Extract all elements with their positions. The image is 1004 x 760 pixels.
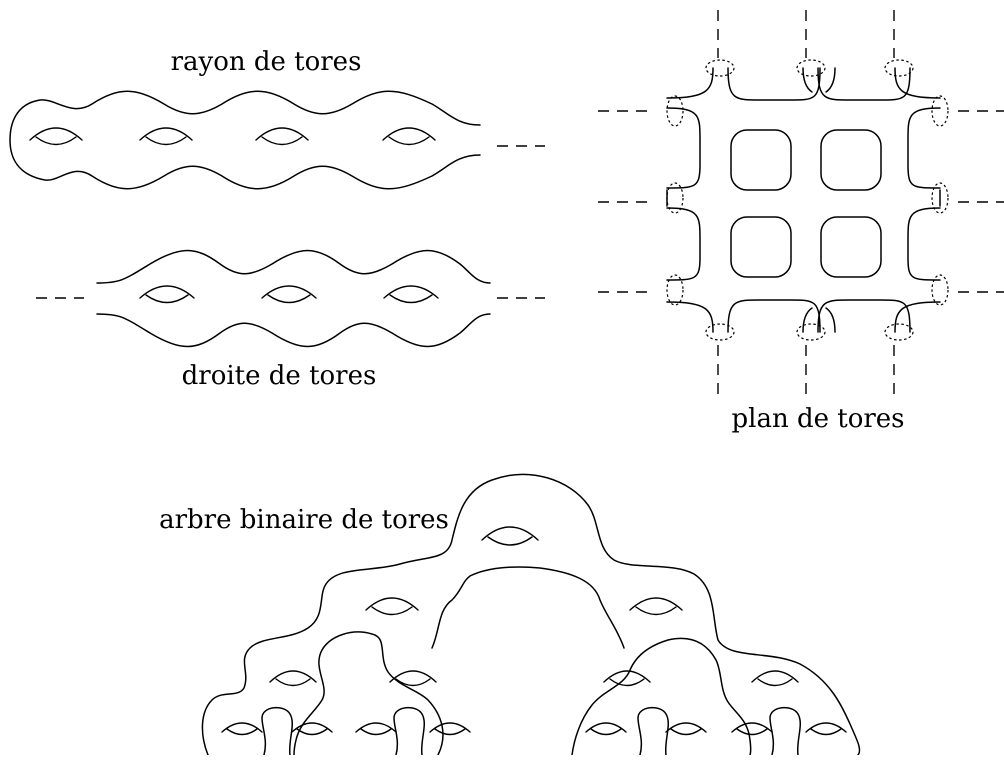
torus-hole [139,285,195,304]
line-label: droite de tores [182,361,377,391]
plane-continuation-dashes [598,10,1004,400]
torus-hole [389,670,437,687]
plane-surface-boundary [666,67,941,333]
torus-hole [730,216,792,278]
torus-hole [629,597,683,616]
torus-hole [383,285,439,304]
torus-hole [29,127,83,146]
tree-leaf-notch-3 [637,706,669,756]
torus-hole [291,722,333,736]
torus-hole [221,722,263,736]
tree-leaf-notch-1 [261,706,293,756]
binary-tree-of-tori: arbre binaire de tores [159,473,861,756]
torus-hole [261,285,317,304]
torus-hole [751,670,799,687]
ray-label: rayon de tores [171,47,362,77]
torus-hole [255,127,309,146]
torus-hole [429,722,471,736]
torus-hole [805,722,847,736]
torus-hole [585,722,627,736]
tree-leaf-notch-2 [393,706,425,756]
plane-label: plan de tores [731,404,904,434]
ray-holes [29,127,436,146]
torus-hole [731,722,773,736]
torus-hole [269,670,317,687]
torus-hole [355,722,397,736]
torus-hole [603,670,651,687]
torus-hole [382,127,436,146]
line-holes [139,285,439,304]
torus-hole [730,129,792,191]
tree-holes [221,526,847,736]
tree-inner-left-branch [293,631,444,756]
ray-surface-outline [9,90,481,190]
tree-inner-right-branch [571,637,752,756]
plane-holes [730,129,882,278]
tree-label: arbre binaire de tores [159,505,449,535]
torus-hole [820,216,882,278]
torus-hole [481,526,539,546]
torus-hole [139,127,193,146]
torus-hole [820,129,882,191]
line-lower-boundary [96,313,491,348]
ray-of-tori: rayon de tores [9,47,545,190]
torus-hole [665,722,707,736]
torus-hole [365,597,419,616]
plane-tube-cuffs [666,59,949,341]
tree-surface-outline [201,473,861,756]
line-upper-boundary [96,249,491,284]
tree-leaf-notch-4 [769,706,801,756]
tree-center-valley [431,566,625,649]
plane-of-tori: plan de tores [598,10,1004,434]
line-of-tori: droite de tores [36,249,545,391]
